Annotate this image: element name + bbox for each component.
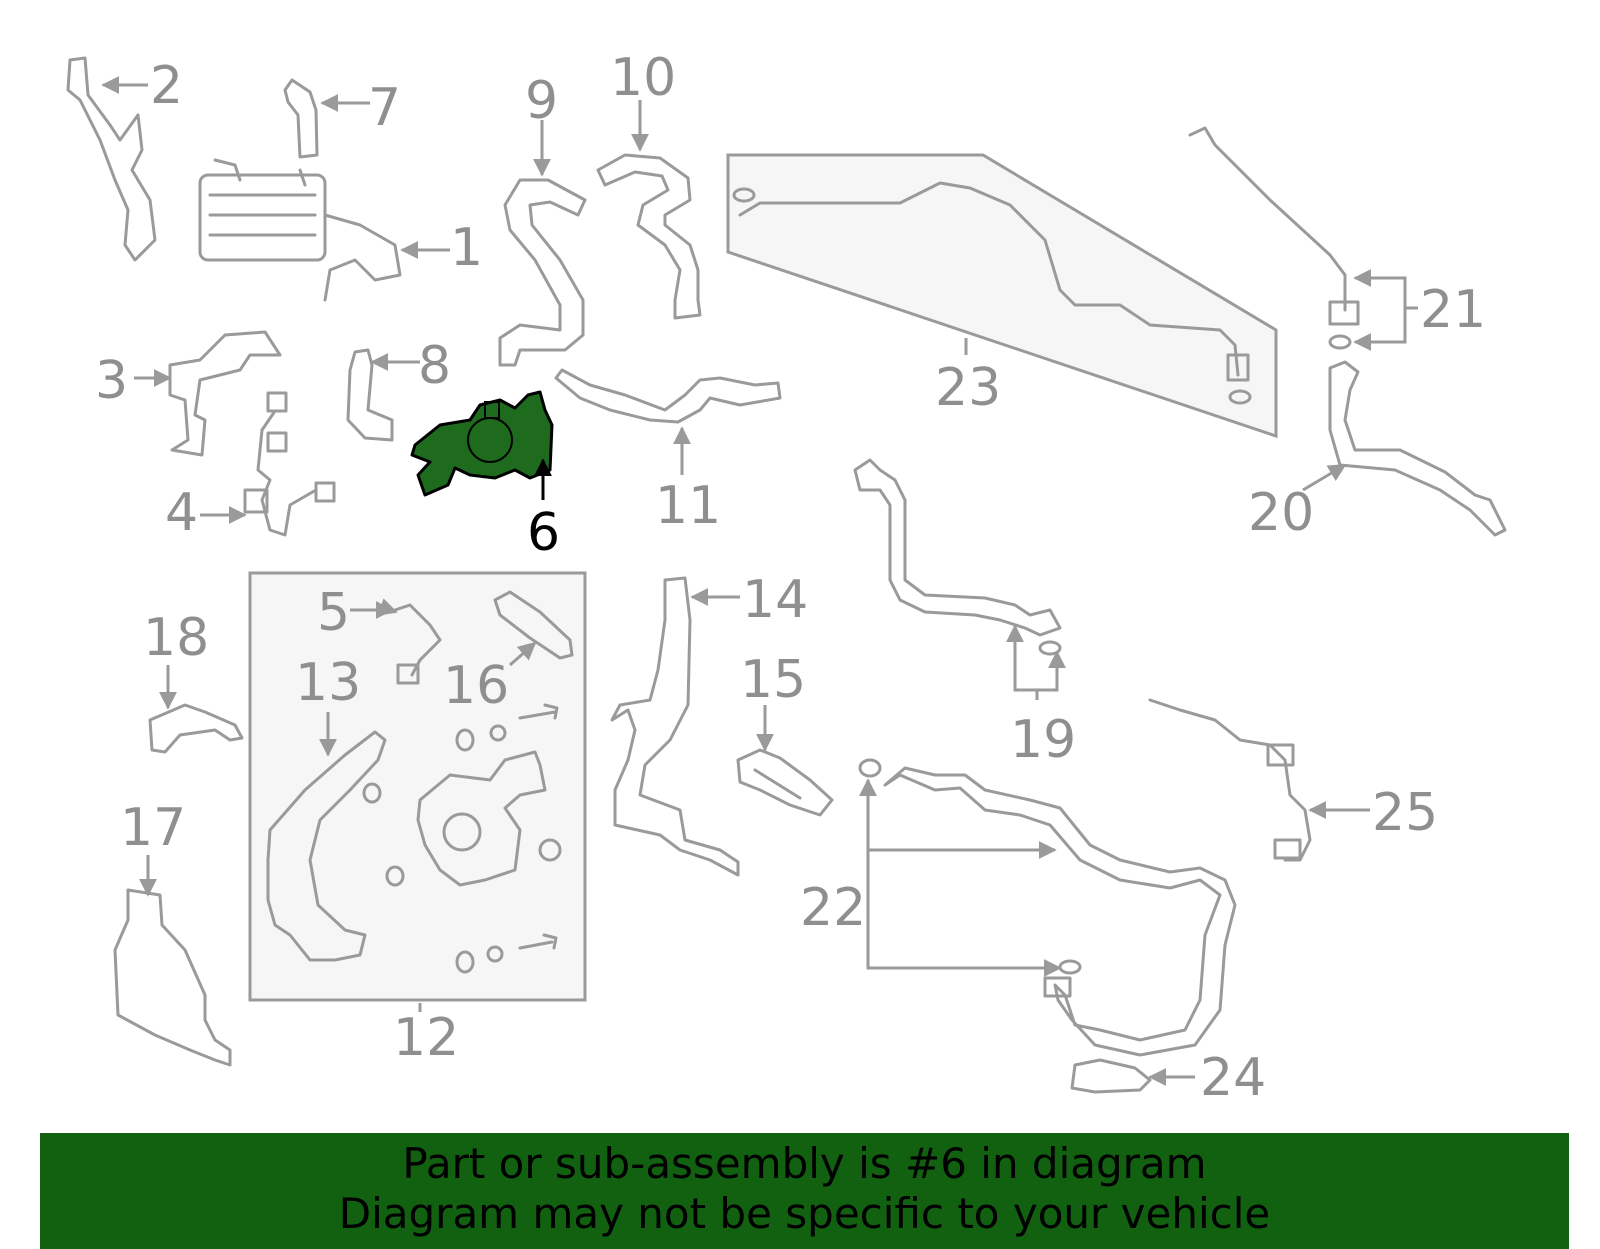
callout-20: 20 xyxy=(1248,483,1314,543)
parts-diagram: 1 2 3 4 5 6 7 8 9 10 11 12 13 14 15 16 1… xyxy=(66,48,1507,1108)
callout-25: 25 xyxy=(1372,783,1438,843)
part-18-bracket[interactable] xyxy=(148,703,244,754)
callout-13: 13 xyxy=(295,653,361,713)
part-12-pump-assembly[interactable] xyxy=(362,703,562,974)
part-8-hose[interactable] xyxy=(346,348,394,442)
callout-21: 21 xyxy=(1420,280,1486,340)
panel-23 xyxy=(726,153,1278,439)
callout-24: 24 xyxy=(1200,1048,1266,1108)
part-5-harness[interactable] xyxy=(393,603,442,685)
callout-5: 5 xyxy=(317,583,350,643)
callout-10: 10 xyxy=(610,48,676,108)
part-9-hose[interactable] xyxy=(498,178,587,367)
part-14-bracket[interactable] xyxy=(610,576,740,877)
part-25-harness[interactable] xyxy=(1148,698,1312,862)
part-4-harness[interactable] xyxy=(243,391,336,537)
callout-2: 2 xyxy=(150,56,183,116)
part-17-shield[interactable] xyxy=(113,888,232,1067)
callout-3: 3 xyxy=(95,351,128,411)
callout-4: 4 xyxy=(165,483,198,543)
part-3-bracket[interactable] xyxy=(168,330,282,457)
callout-12: 12 xyxy=(393,1008,459,1068)
part-20-pipe[interactable] xyxy=(1328,360,1507,537)
callout-11: 11 xyxy=(655,476,721,536)
callout-22: 22 xyxy=(800,878,866,938)
part-21-pipe[interactable] xyxy=(1188,126,1360,350)
callout-23: 23 xyxy=(935,358,1001,418)
panel-12 xyxy=(248,571,587,1002)
callout-8: 8 xyxy=(418,336,451,396)
callout-9: 9 xyxy=(525,71,558,131)
banner-line-1: Part or sub-assembly is #6 in diagram xyxy=(402,1139,1207,1188)
part-19-pipe[interactable] xyxy=(853,458,1062,656)
callout-19: 19 xyxy=(1010,710,1076,770)
callout-17: 17 xyxy=(120,798,186,858)
callout-7: 7 xyxy=(368,78,401,138)
callout-16: 16 xyxy=(443,656,509,716)
part-11-hose[interactable] xyxy=(554,368,782,424)
part-7-hose[interactable] xyxy=(283,78,319,159)
part-24-connector[interactable] xyxy=(1070,1058,1152,1094)
part-10-hose[interactable] xyxy=(596,153,702,320)
part-6-water-pump[interactable] xyxy=(410,390,554,497)
callout-14: 14 xyxy=(742,570,808,630)
part-23-pipe[interactable] xyxy=(732,181,1252,405)
part-16-gasket[interactable] xyxy=(493,590,574,660)
part-1-oil-cooler[interactable] xyxy=(198,158,402,302)
banner-line-2: Diagram may not be specific to your vehi… xyxy=(338,1189,1271,1238)
part-15-clip[interactable] xyxy=(736,748,834,817)
callout-6: 6 xyxy=(527,503,560,563)
info-banner: Part or sub-assembly is #6 in diagram Di… xyxy=(40,1133,1569,1249)
part-2-bracket[interactable] xyxy=(66,56,157,262)
callout-18: 18 xyxy=(143,608,209,668)
part-13-bracket[interactable] xyxy=(266,730,387,962)
callout-1: 1 xyxy=(450,218,483,278)
part-22-hose[interactable] xyxy=(858,758,1237,1057)
callout-15: 15 xyxy=(740,650,806,710)
